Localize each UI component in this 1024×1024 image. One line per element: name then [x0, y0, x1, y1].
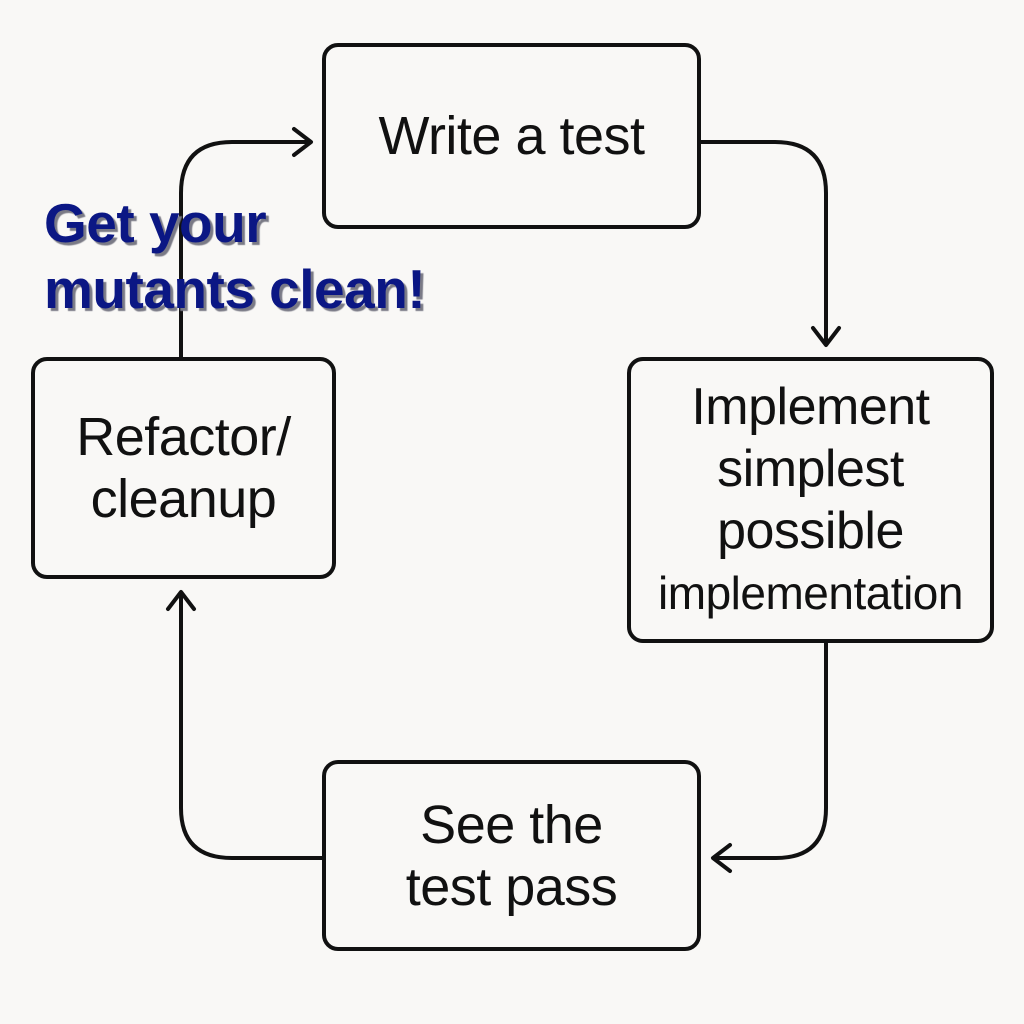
step-write-test-label: Write a test: [378, 106, 645, 166]
arrow-refactor-to-write: [179, 140, 312, 359]
step-implement-line-1: Implement: [691, 378, 930, 436]
slogan-line-1: Get your: [44, 192, 267, 254]
step-implement-line-2: simplest: [717, 440, 904, 498]
step-see-test-pass-line-1: See the: [420, 794, 603, 855]
step-implement: Implement simplest possible implementati…: [627, 357, 994, 643]
step-see-test-pass: See the test pass: [322, 760, 701, 951]
slogan: Get your mutants clean!: [44, 190, 426, 322]
step-implement-line-4: implementation: [658, 567, 963, 619]
step-refactor-line-2: cleanup: [90, 469, 277, 529]
step-refactor-line-1: Refactor/: [76, 407, 291, 467]
arrowhead-refactor-to-write: [292, 127, 313, 157]
step-write-test: Write a test: [322, 43, 701, 229]
step-see-test-pass-line-2: test pass: [405, 856, 618, 917]
arrowhead-implement-to-pass: [711, 843, 732, 873]
arrowhead-pass-to-refactor: [166, 590, 196, 611]
step-implement-line-3: possible: [717, 502, 904, 560]
arrowhead-write-to-implement: [811, 326, 841, 347]
arrow-pass-to-refactor: [179, 592, 324, 860]
arrow-write-to-implement: [699, 140, 828, 345]
step-refactor: Refactor/ cleanup: [31, 357, 336, 579]
slogan-line-2: mutants clean!: [44, 258, 426, 320]
arrow-implement-to-pass: [712, 641, 828, 860]
